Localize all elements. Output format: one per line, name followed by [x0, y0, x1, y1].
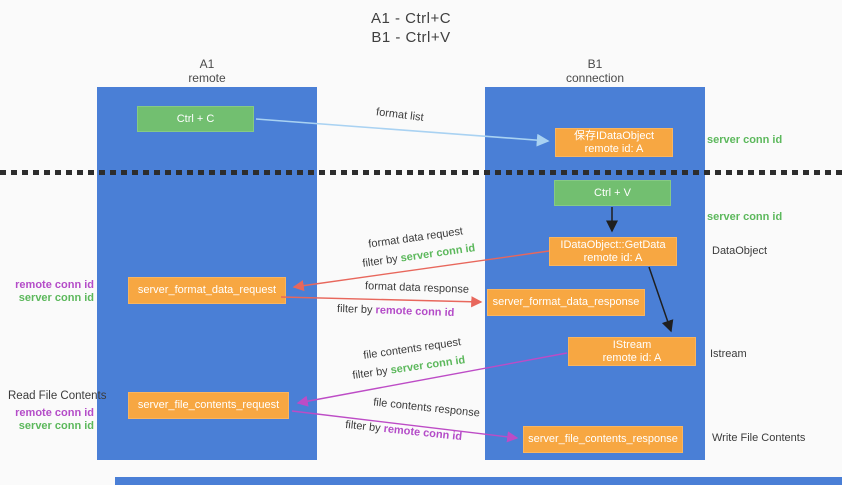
label-server-conn-id-1: server conn id — [18, 292, 94, 304]
node-server-format-data-response: server_format_data_response — [487, 289, 645, 316]
label-format-data-response: format data response — [364, 280, 470, 296]
section-divider-dotted-line — [0, 170, 842, 175]
filter-key-2: remote conn id — [375, 304, 455, 320]
node-server-file-contents-request: server_file_contents_request — [128, 392, 289, 419]
node-format-response-label: server_format_data_response — [492, 296, 640, 308]
filter-key-4: remote conn id — [382, 422, 463, 444]
title-line-2: B1 - Ctrl+V — [371, 29, 451, 46]
label-filter-by-remote-conn-id-1: filter by remote conn id — [337, 303, 455, 319]
label-file-contents-response: file contents response — [372, 396, 481, 420]
label-remote-conn-id-2: remote conn id — [15, 407, 94, 419]
title-line-1: A1 - Ctrl+C — [370, 10, 452, 27]
node-getdata-line1: IDataObject::GetData — [560, 238, 666, 251]
node-istream-line1: IStream — [612, 338, 652, 351]
label-istream: Istream — [710, 348, 747, 360]
label-server-conn-id-mid: server conn id — [707, 211, 783, 223]
column-a1-name: A1 — [199, 57, 215, 71]
label-server-conn-id-top: server conn id — [707, 134, 783, 146]
node-save-idataobject-line2: remote id: A — [584, 142, 644, 155]
filter-prefix-4: filter by — [344, 418, 385, 435]
node-server-file-contents-response: server_file_contents_response — [523, 426, 683, 453]
filter-key-1: server conn id — [399, 242, 477, 265]
node-ctrl-c: Ctrl + C — [137, 106, 254, 132]
column-b1-role: connection — [565, 71, 625, 85]
label-read-file-contents: Read File Contents — [8, 390, 107, 402]
node-istream: IStream remote id: A — [568, 337, 696, 366]
label-write-file-contents: Write File Contents — [712, 432, 806, 444]
node-server-format-data-request: server_format_data_request — [128, 277, 286, 304]
column-header-b1: B1 connection — [485, 57, 705, 85]
filter-prefix-3: filter by — [351, 364, 392, 382]
label-dataobject: DataObject — [712, 245, 768, 257]
column-header-a1: A1 remote — [97, 57, 317, 85]
bottom-blue-strip — [115, 477, 842, 485]
node-ctrl-c-label: Ctrl + C — [176, 112, 215, 125]
node-save-idataobject-line1: 保存IDataObject — [573, 129, 655, 142]
node-ctrl-v-label: Ctrl + V — [594, 186, 631, 199]
label-server-conn-id-2: server conn id — [18, 420, 94, 432]
node-save-idataobject: 保存IDataObject remote id: A — [555, 128, 673, 157]
label-filter-by-remote-conn-id-2: filter by remote conn id — [345, 419, 463, 443]
column-a1-role: remote — [188, 71, 226, 85]
filter-key-3: server conn id — [389, 354, 467, 377]
diagram-title: A1 - Ctrl+C B1 - Ctrl+V — [0, 9, 822, 47]
label-remote-conn-id-1: remote conn id — [15, 279, 94, 291]
label-format-list: format list — [375, 106, 425, 124]
node-format-request-label: server_format_data_request — [137, 284, 277, 296]
node-ctrl-v: Ctrl + V — [554, 180, 671, 206]
node-file-response-label: server_file_contents_response — [528, 433, 678, 445]
filter-prefix-1: filter by — [361, 252, 402, 270]
node-idataobject-getdata: IDataObject::GetData remote id: A — [549, 237, 677, 266]
filter-prefix-2: filter by — [336, 302, 376, 317]
column-b1-name: B1 — [587, 57, 603, 71]
node-istream-line2: remote id: A — [602, 351, 662, 364]
node-file-request-label: server_file_contents_request — [137, 399, 280, 411]
node-getdata-line2: remote id: A — [583, 251, 643, 264]
